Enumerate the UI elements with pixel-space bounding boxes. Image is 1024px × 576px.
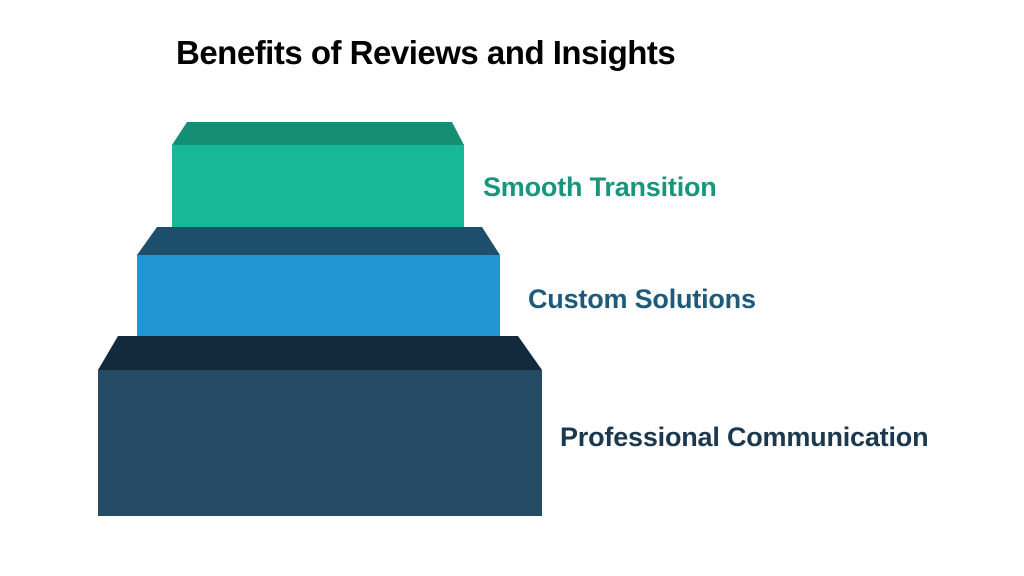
tier-2-front-face (137, 255, 500, 340)
tier-3-front-face (98, 370, 542, 516)
tier-2-label: Custom Solutions (528, 284, 756, 314)
tier-1-label: Smooth Transition (483, 172, 717, 202)
tier-smooth-transition: Smooth Transition (172, 122, 717, 231)
tier-3-top-face (98, 336, 542, 370)
tier-3-label: Professional Communication (560, 422, 928, 452)
tier-professional-communication: Professional Communication (98, 336, 929, 516)
tier-1-top-face (172, 122, 464, 145)
tier-custom-solutions: Custom Solutions (137, 227, 756, 340)
tier-1-front-face (172, 145, 464, 231)
tier-2-top-face (137, 227, 500, 255)
page-title: Benefits of Reviews and Insights (176, 34, 676, 71)
